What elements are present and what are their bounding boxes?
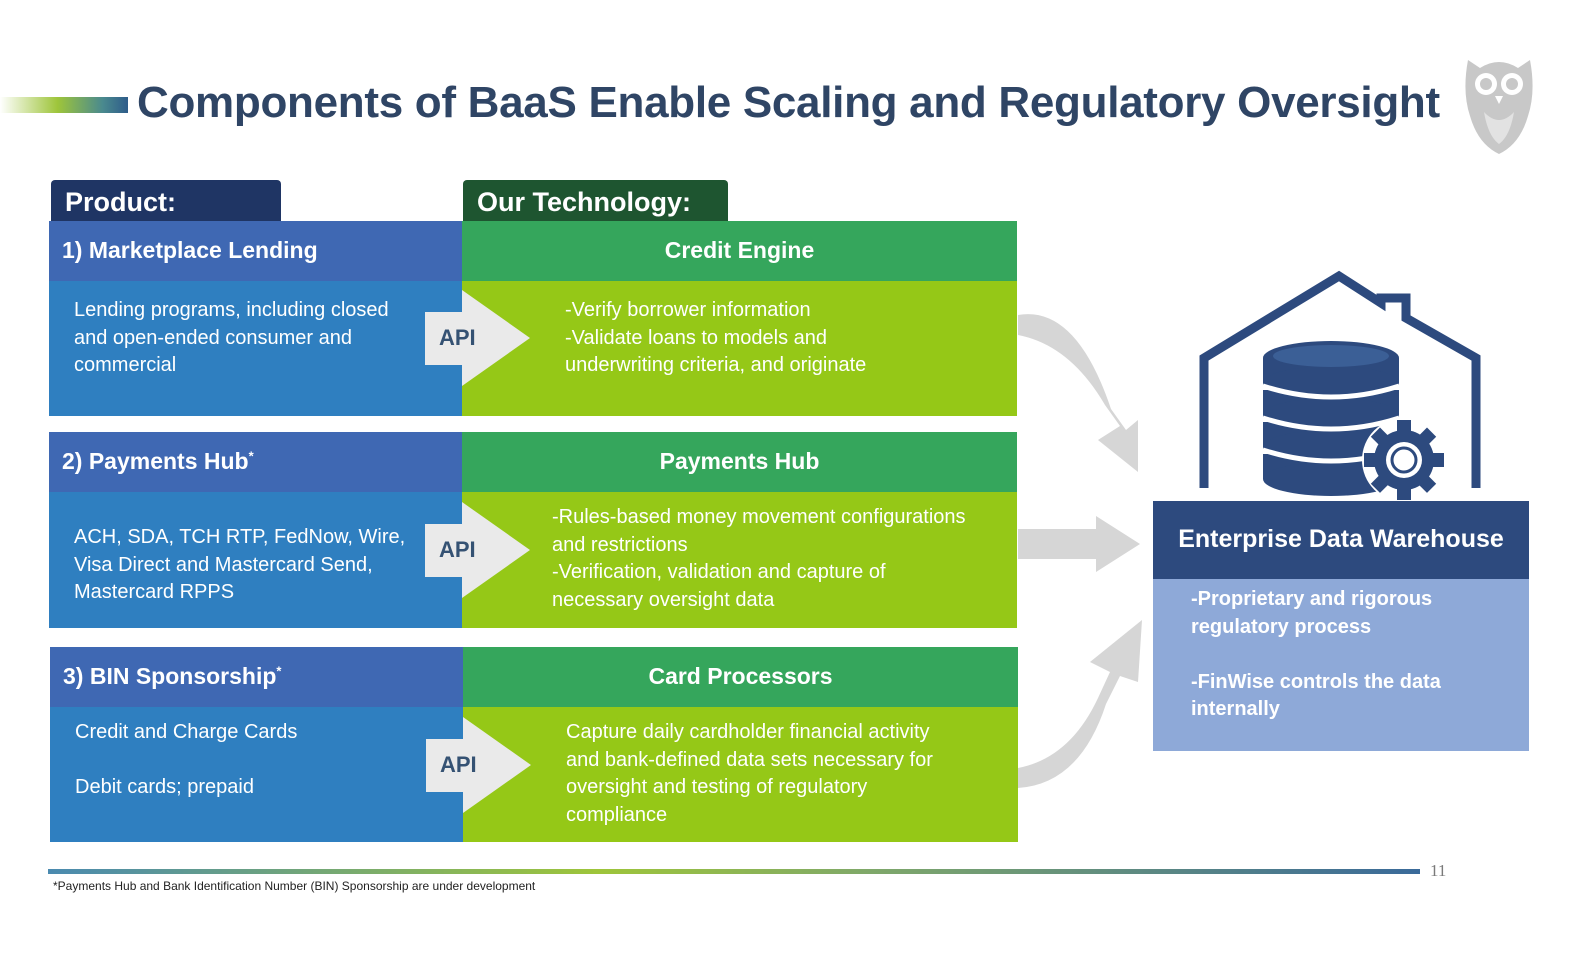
edw-line: -FinWise controls the data	[1191, 670, 1441, 693]
api-arrow-icon	[425, 290, 531, 386]
curved-arrow-top	[1018, 314, 1138, 472]
tech-line: oversight and testing of regulatory	[566, 776, 868, 798]
technology-tab: Our Technology:	[463, 180, 728, 222]
tech-line: and bank-defined data sets necessary for	[566, 748, 933, 771]
straight-arrow-middle	[1018, 516, 1140, 572]
api-arrow-icon	[425, 502, 531, 598]
product-tab: Product:	[51, 180, 281, 222]
tech-body-credit-engine: -Verify borrower information -Validate l…	[462, 281, 1017, 416]
product-line: Debit cards; prepaid	[75, 776, 254, 798]
flow-arrows	[1018, 314, 1142, 788]
product-line: Mastercard RPPS	[74, 581, 235, 603]
page-title: Components of BaaS Enable Scaling and Re…	[137, 78, 1440, 127]
tech-header-card-processors: Card Processors	[463, 647, 1018, 707]
spacer-line	[1191, 641, 1529, 669]
spacer-line	[75, 747, 463, 775]
product-line: Credit and Charge Cards	[75, 721, 298, 743]
tech-line: Capture daily cardholder financial activ…	[566, 721, 930, 743]
product-header-marketplace-lending: 1) Marketplace Lending	[49, 221, 462, 281]
tech-line: and restrictions	[552, 533, 688, 556]
product-line: and open-ended consumer and	[74, 326, 352, 349]
product-body-bin-sponsorship: Credit and Charge Cards Debit cards; pre…	[50, 707, 463, 842]
product-line: Visa Direct and Mastercard Send,	[74, 553, 373, 576]
title-accent-bar	[0, 97, 128, 113]
database-house-gear-icon	[1196, 268, 1482, 502]
footnote: *Payments Hub and Bank Identification Nu…	[53, 879, 536, 893]
tech-body-payments-hub: -Rules-based money movement configuratio…	[462, 492, 1017, 628]
edw-header: Enterprise Data Warehouse	[1153, 501, 1529, 579]
tech-line: compliance	[566, 803, 668, 826]
api-label: API	[440, 752, 477, 777]
edw-body: -Proprietary and rigorous regulatory pro…	[1153, 579, 1529, 751]
tech-line: necessary oversight data	[552, 588, 775, 611]
edw-line: internally	[1191, 698, 1280, 720]
tech-line: -Validate loans to models and	[565, 326, 828, 349]
edw-line: -Proprietary and rigorous	[1191, 588, 1433, 610]
api-arrow-icon	[426, 717, 532, 813]
tech-line: -Rules-based money movement configuratio…	[552, 506, 966, 528]
curved-arrow-bottom	[1018, 620, 1142, 788]
api-label: API	[439, 537, 476, 562]
product-line: Lending programs, including closed	[74, 299, 389, 321]
tech-line: underwriting criteria, and originate	[565, 354, 867, 376]
product-body-payments-hub: ACH, SDA, TCH RTP, FedNow, Wire, Visa Di…	[49, 492, 462, 628]
product-header-payments-hub: 2) Payments Hub*	[49, 432, 462, 492]
api-label: API	[439, 325, 476, 350]
product-body-marketplace-lending: Lending programs, including closed and o…	[49, 281, 462, 416]
owl-logo-icon	[1462, 52, 1536, 156]
page-number: 11	[1430, 861, 1447, 880]
edw-line: regulatory process	[1191, 615, 1372, 638]
product-line: ACH, SDA, TCH RTP, FedNow, Wire,	[74, 526, 406, 548]
tech-line: -Verify borrower information	[565, 299, 811, 321]
tech-body-card-processors: Capture daily cardholder financial activ…	[463, 707, 1018, 842]
tech-header-credit-engine: Credit Engine	[462, 221, 1017, 281]
tech-line: -Verification, validation and capture of	[552, 561, 886, 583]
footer-divider	[48, 869, 1420, 874]
product-header-bin-sponsorship: 3) BIN Sponsorship*	[50, 647, 463, 707]
tech-header-payments-hub: Payments Hub	[462, 432, 1017, 492]
product-line: commercial	[74, 354, 177, 376]
